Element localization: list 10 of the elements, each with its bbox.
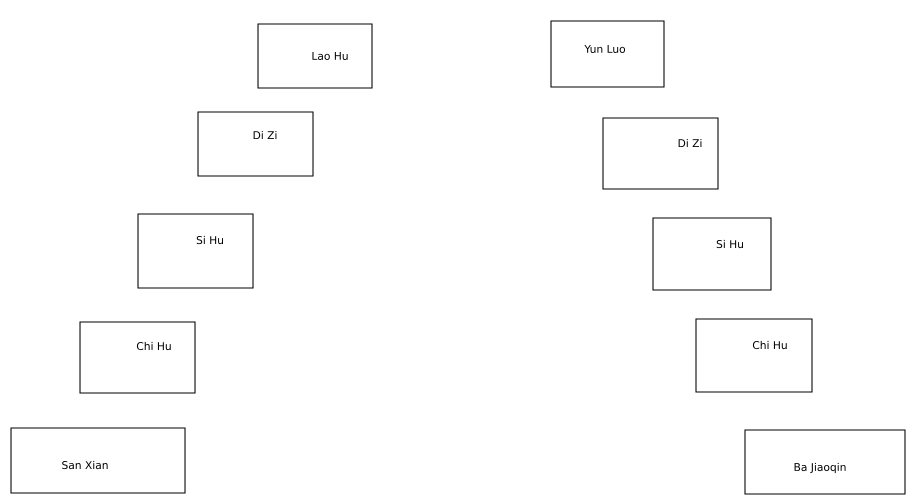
instrument-box: Ba Jiaoqin xyxy=(744,429,906,495)
instrument-box: Yun Luo xyxy=(550,20,665,88)
instrument-box: Si Hu xyxy=(137,213,254,289)
instrument-box: Chi Hu xyxy=(79,321,196,394)
instrument-box: San Xian xyxy=(10,427,186,494)
instrument-box: Chi Hu xyxy=(695,318,813,393)
instrument-box: Si Hu xyxy=(652,217,772,291)
instrument-box: Lao Hu xyxy=(257,23,373,89)
instrument-box: Di Zi xyxy=(197,111,314,177)
instrument-box: Di Zi xyxy=(602,117,719,190)
